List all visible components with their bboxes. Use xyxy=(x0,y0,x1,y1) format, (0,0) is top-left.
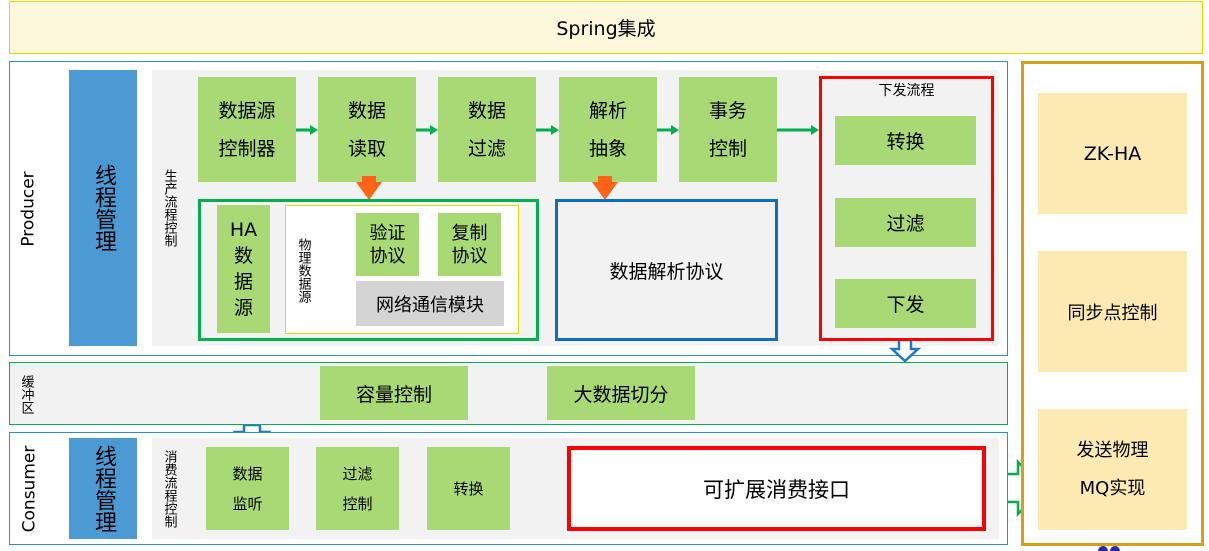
buffer-label: 缓冲区 xyxy=(18,374,34,414)
dispatch-step-send: 下发 xyxy=(835,279,976,328)
sync-point-control: 同步点控制 xyxy=(1038,251,1187,372)
buffer-section xyxy=(9,362,1008,425)
extensible-consumer-interface: 可扩展消费接口 xyxy=(567,446,986,531)
data-parse-protocol: 数据解析协议 xyxy=(555,199,778,341)
spring-integration-header: Spring集成 xyxy=(9,1,1203,54)
capacity-control: 容量控制 xyxy=(320,366,468,420)
pipeline-step-data-read: 数据 读取 xyxy=(318,77,416,182)
consumer-step-filter-control: 过滤 控制 xyxy=(316,447,399,530)
header-title: Spring集成 xyxy=(556,18,656,40)
producer-flow-label: 生产流程控制 xyxy=(161,169,177,247)
pipeline-step-parse-abstract: 解析 抽象 xyxy=(559,77,657,182)
verify-protocol: 验证 协议 xyxy=(356,213,419,276)
dispatch-step-filter: 过滤 xyxy=(835,198,976,247)
big-data-split: 大数据切分 xyxy=(547,366,695,420)
producer-thread-management: 线程管理 xyxy=(69,70,137,346)
ha-datasource: HA 数 据 源 xyxy=(217,205,270,333)
producer-label: Producer xyxy=(19,170,39,247)
send-physical-mq-impl: 发送物理 MQ实现 xyxy=(1038,409,1187,530)
consumer-thread-management: 线程管理 xyxy=(69,438,137,539)
zk-ha: ZK-HA xyxy=(1038,93,1187,214)
consumer-step-convert: 转换 xyxy=(427,447,510,530)
pipeline-step-transaction-control: 事务 控制 xyxy=(679,77,777,182)
physical-datasource-label: 物理数据源 xyxy=(295,237,311,303)
dispatch-step-convert: 转换 xyxy=(835,116,976,165)
dispatch-flow-title: 下发流程 xyxy=(878,83,935,99)
pipeline-step-datasource-controller: 数据源 控制器 xyxy=(198,77,296,182)
network-communication-module: 网络通信模块 xyxy=(356,281,504,326)
consumer-flow-label: 消费流程控制 xyxy=(161,450,177,528)
pipeline-step-data-filter: 数据 过滤 xyxy=(438,77,536,182)
consumer-step-data-listen: 数据 监听 xyxy=(206,447,289,530)
partial-icon xyxy=(1098,546,1120,551)
consumer-label: Consumer xyxy=(19,445,39,532)
replicate-protocol: 复制 协议 xyxy=(438,213,501,276)
